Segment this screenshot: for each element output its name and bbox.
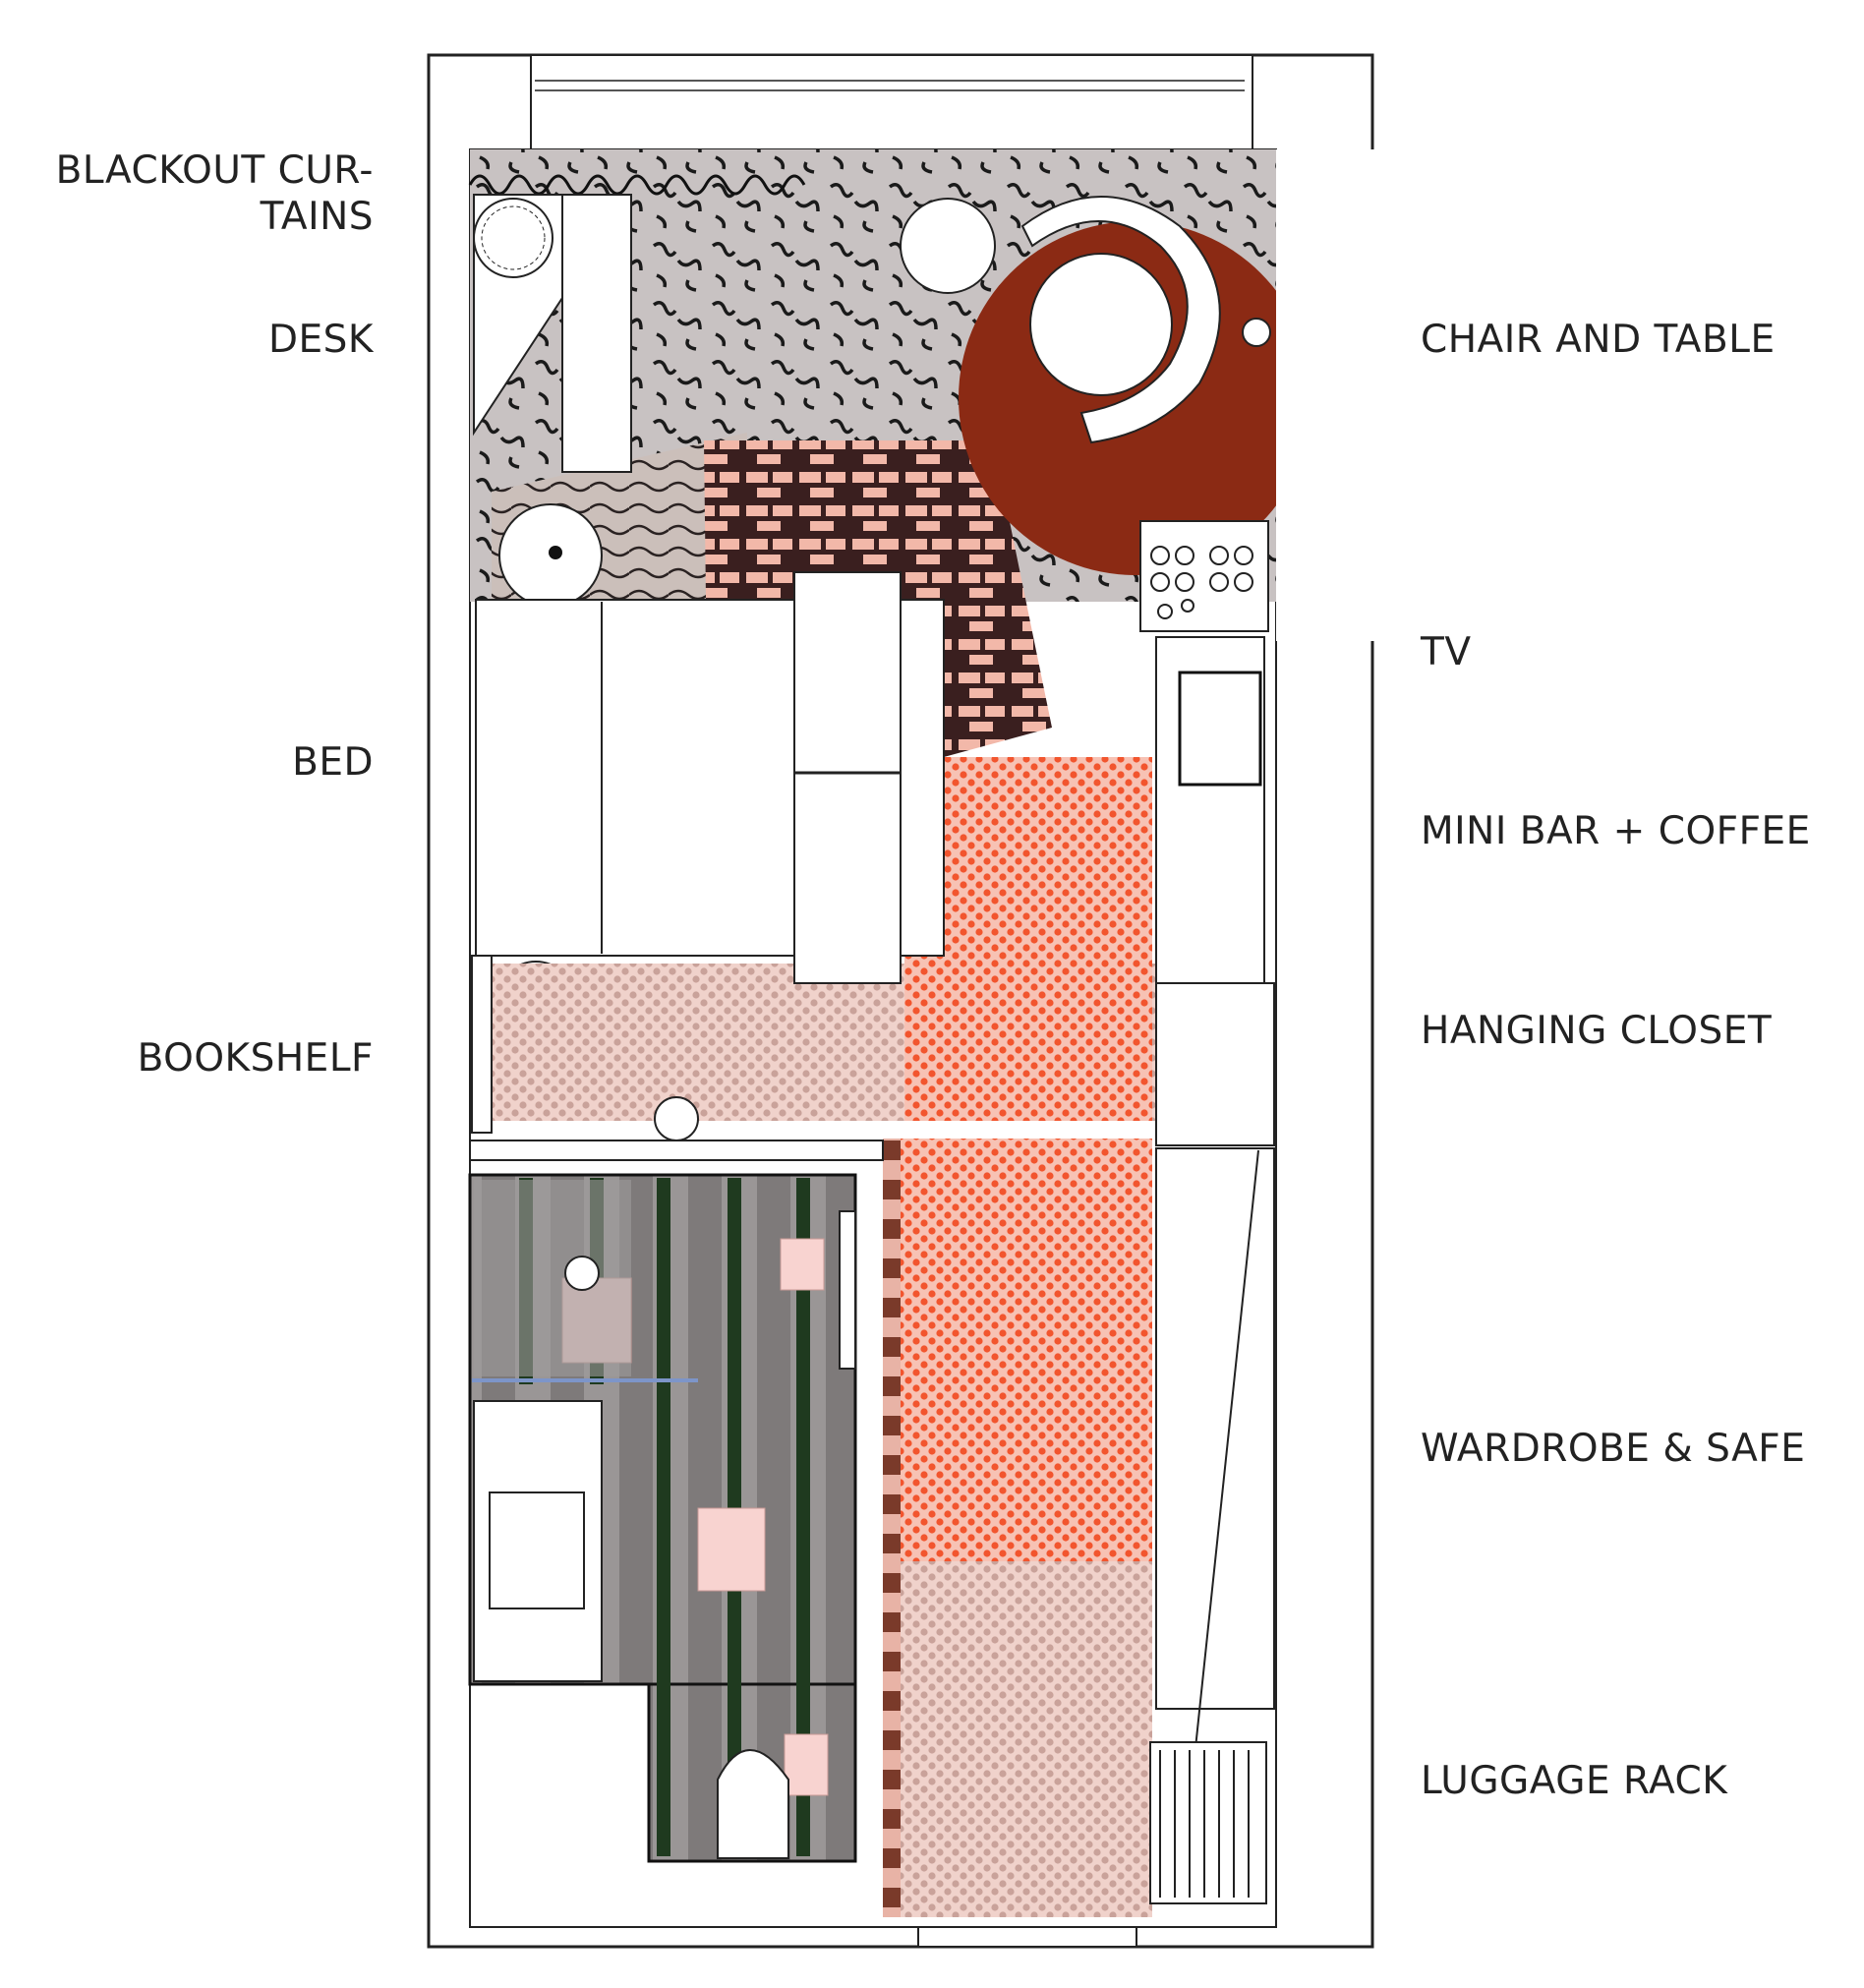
armchair — [1020, 196, 1221, 444]
carpet-orange-zone — [904, 757, 1152, 1121]
toilet — [717, 1749, 789, 1859]
label-wardrobe-safe: WARDROBE & SAFE — [1421, 1427, 1806, 1471]
desk-top — [561, 194, 632, 473]
bedside-lamp-top-knob — [549, 546, 562, 559]
carpet-pink-lower — [901, 1561, 1152, 1917]
label-bookshelf: BOOKSHELF — [137, 1036, 374, 1081]
side-chair — [900, 198, 996, 294]
label-chair-and-table: CHAIR AND TABLE — [1421, 318, 1776, 362]
bathroom-wall — [469, 1140, 884, 1161]
desk-lamp-shade — [481, 205, 546, 270]
desk-lamp — [473, 198, 553, 278]
tv-controls — [1150, 546, 1253, 619]
label-blackout-line1: BLACKOUT CUR- — [55, 148, 374, 193]
door-knob-light — [654, 1096, 699, 1141]
label-bed: BED — [292, 740, 374, 785]
table-lamp — [1242, 318, 1271, 347]
coffee-machine — [1178, 671, 1262, 787]
label-tv: TV — [1421, 630, 1472, 674]
label-mini-bar: MINI BAR + COFFEE — [1421, 809, 1811, 853]
label-luggage-rack: LUGGAGE RACK — [1421, 1759, 1728, 1803]
bed-throw — [793, 571, 902, 984]
closet — [1155, 982, 1275, 1146]
luggage-rack — [1149, 1741, 1267, 1904]
bathroom-door-panel — [839, 1210, 856, 1370]
bookshelf — [471, 955, 493, 1134]
label-hanging-closet: HANGING CLOSET — [1421, 1009, 1773, 1053]
wardrobe — [1155, 1147, 1275, 1710]
shower-head — [564, 1256, 600, 1291]
rug-clip-right — [1276, 149, 1374, 641]
carpet-orange-lower — [901, 1139, 1152, 1561]
hallway-runner — [883, 1139, 901, 1917]
round-table — [1029, 253, 1173, 396]
label-blackout-line2: TAINS — [260, 195, 374, 239]
window — [530, 54, 1253, 150]
luggage-rack-slats — [1159, 1750, 1250, 1898]
shower-area — [474, 1180, 631, 1376]
sink — [489, 1491, 585, 1609]
label-desk: DESK — [267, 318, 374, 362]
label-blackout-curtains: BLACKOUT CUR- TAINS — [56, 147, 374, 240]
blackout-curtain — [468, 174, 806, 196]
